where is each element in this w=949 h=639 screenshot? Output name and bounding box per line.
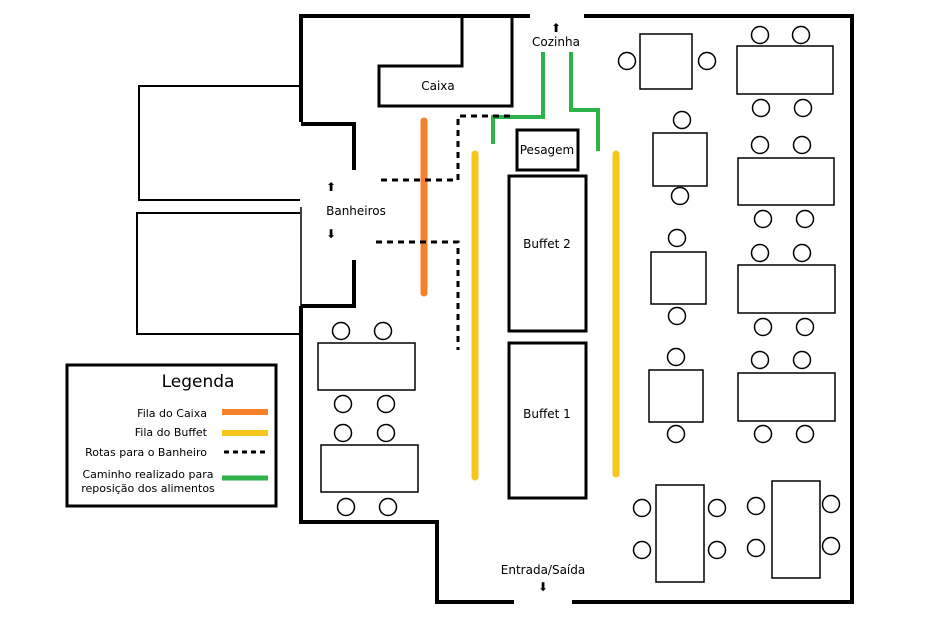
chair <box>373 321 393 341</box>
chair <box>750 135 770 155</box>
bathrooms-label: Banheiros <box>326 204 386 218</box>
entrance-label: Entrada/Saída <box>501 563 585 577</box>
table <box>652 132 708 187</box>
chair <box>707 498 727 518</box>
chair <box>632 498 652 518</box>
table <box>736 45 834 95</box>
buffet-1-label: Buffet 1 <box>523 407 571 421</box>
chair <box>746 538 766 558</box>
chair <box>795 424 815 444</box>
bathroom-routes <box>376 114 510 350</box>
table <box>771 480 821 579</box>
table <box>737 157 835 206</box>
chair <box>791 25 811 45</box>
chair <box>751 98 771 118</box>
chair <box>667 306 687 326</box>
chair <box>753 424 773 444</box>
legend: Legenda Fila do Caixa Fila do Buffet Rot… <box>65 363 278 508</box>
chair <box>617 51 637 71</box>
chair <box>376 394 396 414</box>
chair <box>792 350 812 370</box>
chair <box>667 228 687 248</box>
weighing-station <box>515 128 580 172</box>
chair <box>795 317 815 337</box>
chair <box>753 317 773 337</box>
chair <box>331 321 351 341</box>
cashier-area <box>377 16 514 108</box>
chair <box>333 423 353 443</box>
bathroom-down-arrow-icon: ⬇ <box>326 227 336 241</box>
chair <box>750 25 770 45</box>
legend-item-buffet-queue: Fila do Buffet <box>135 426 208 439</box>
chair <box>795 209 815 229</box>
bathroom-up-arrow-icon: ⬆ <box>326 180 336 194</box>
chair <box>821 494 841 514</box>
legend-item-restock-line2: reposição dos alimentos <box>81 482 215 495</box>
chair <box>666 424 686 444</box>
chair <box>376 423 396 443</box>
entrance-arrow-icon: ⬇ <box>538 580 548 594</box>
chair <box>666 347 686 367</box>
chair <box>378 497 398 517</box>
table <box>737 372 836 422</box>
outer-walls <box>299 14 854 604</box>
buffet-2-label: Buffet 2 <box>523 237 571 251</box>
table <box>320 444 419 493</box>
legend-item-restock-line1: Caminho realizado para <box>83 468 214 481</box>
chair <box>792 243 812 263</box>
table <box>650 251 707 305</box>
chair <box>750 350 770 370</box>
table <box>317 342 416 391</box>
chair <box>670 186 690 206</box>
legend-item-bathroom-routes: Rotas para o Banheiro <box>85 446 207 459</box>
kitchen-arrow-icon: ⬆ <box>551 21 561 35</box>
kitchen-label: Cozinha <box>532 35 580 49</box>
restock-path <box>491 52 600 151</box>
chair <box>793 98 813 118</box>
chair <box>333 394 353 414</box>
chair <box>792 135 812 155</box>
dining-tables <box>317 25 841 583</box>
buffet-2 <box>507 174 588 333</box>
bathroom-corridor <box>301 122 356 308</box>
table <box>648 369 704 423</box>
chair <box>821 536 841 556</box>
chair <box>632 540 652 560</box>
legend-item-cashier-queue: Fila do Caixa <box>137 407 207 420</box>
chair <box>672 110 692 130</box>
chair <box>750 243 770 263</box>
bathroom-rooms <box>136 85 300 335</box>
chair <box>336 497 356 517</box>
chair <box>707 540 727 560</box>
table <box>655 484 705 583</box>
chair <box>753 209 773 229</box>
weighing-label: Pesagem <box>520 143 575 157</box>
legend-title: Legenda <box>162 372 235 392</box>
chair <box>746 496 766 516</box>
table <box>737 264 836 314</box>
chair <box>697 51 717 71</box>
cashier-label: Caixa <box>421 79 455 93</box>
table <box>639 33 693 90</box>
buffet-1 <box>507 341 588 500</box>
